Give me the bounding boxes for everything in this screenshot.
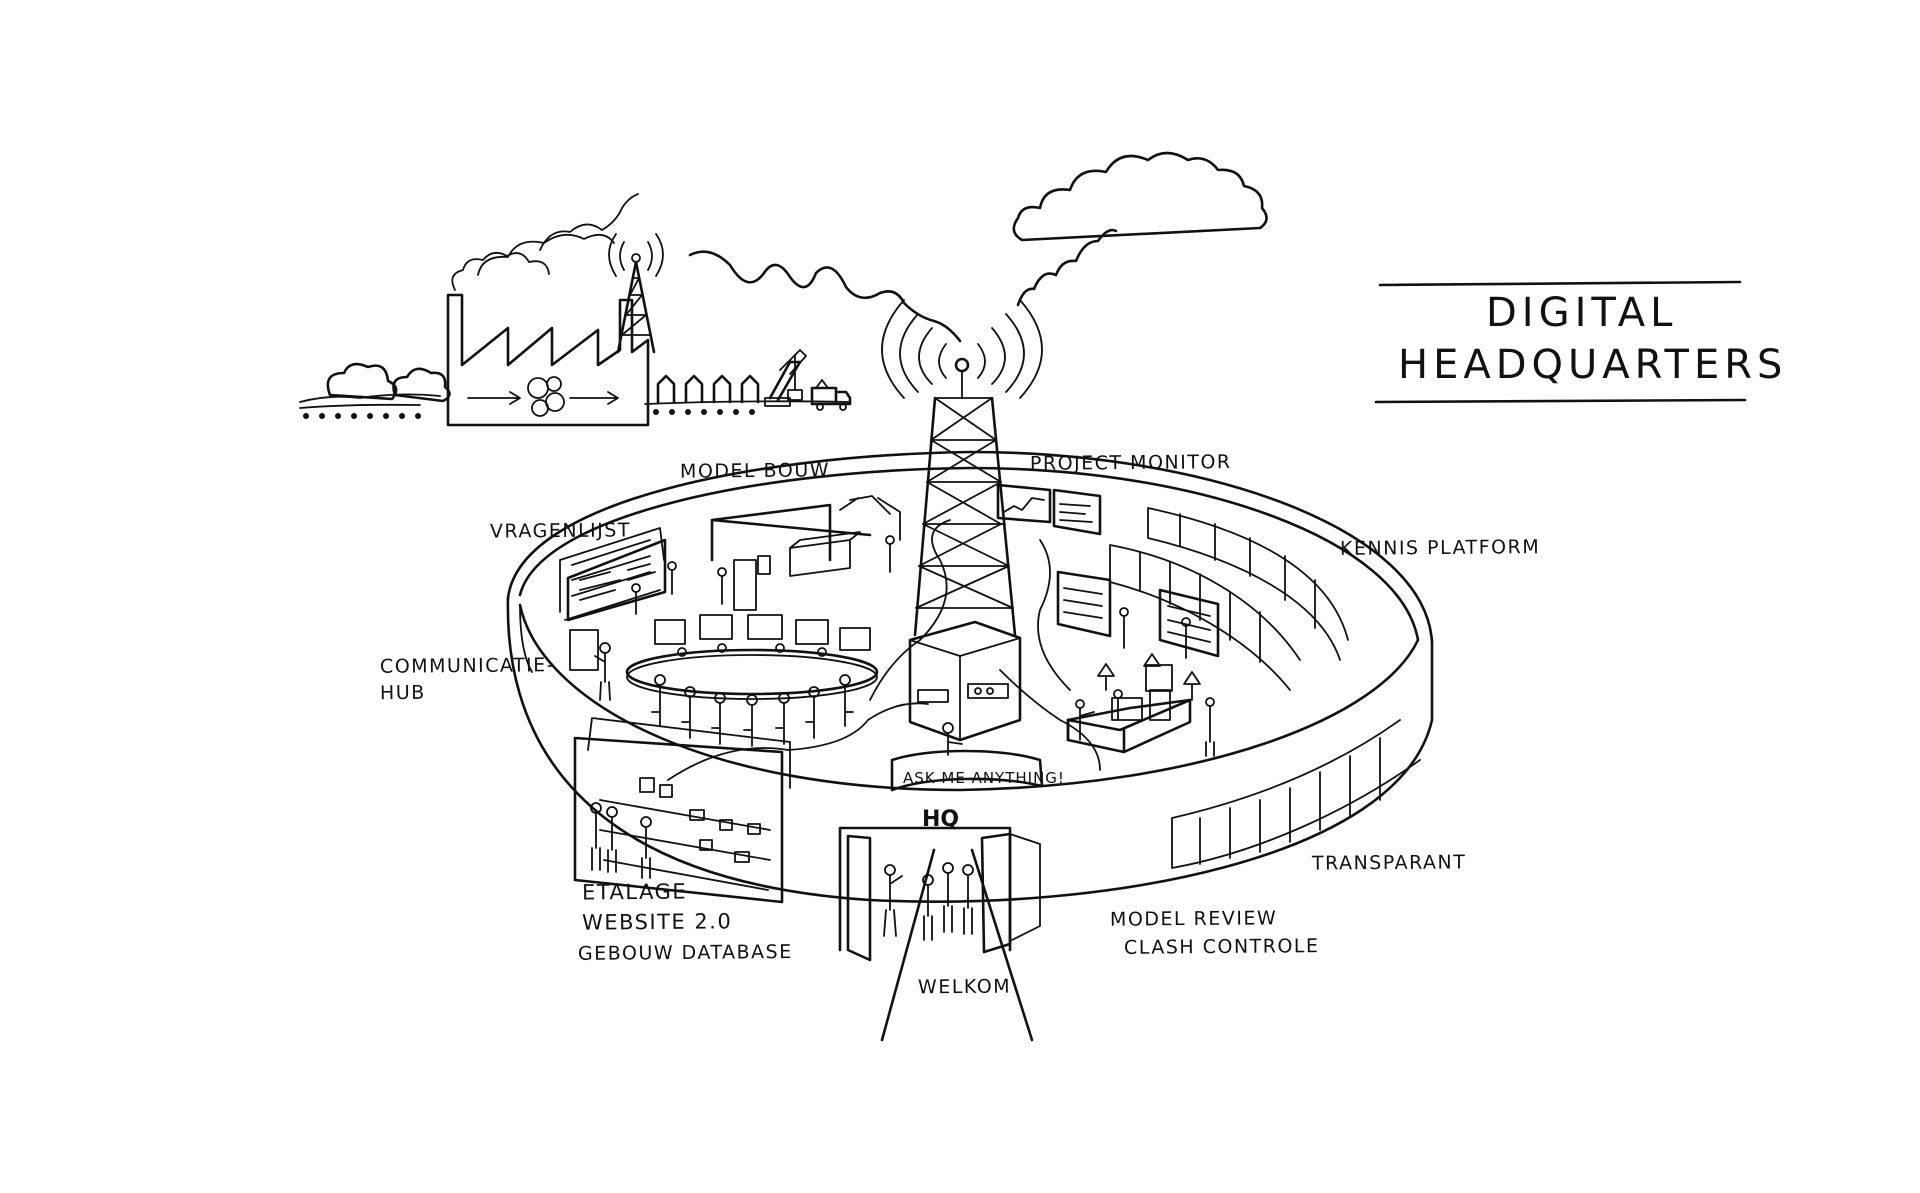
hq-ring-building: HQ <box>506 450 1434 1042</box>
label-kennis-platform: KENNIS PLATFORM <box>1339 536 1541 560</box>
ask-me-anything-desk: ASK ME ANYTHING! <box>890 722 1065 792</box>
signal-line-right <box>1016 228 1118 307</box>
people-storefront <box>590 802 652 879</box>
model-review-area <box>1066 653 1215 757</box>
factory-antenna-icon <box>608 233 664 354</box>
label-website: WEBSITE 2.0 <box>581 909 733 935</box>
cloud-icon <box>1012 151 1268 242</box>
label-gebouw-database: GEBOUW DATABASE <box>577 941 793 965</box>
label-transparant: TRANSPARANT <box>1311 851 1467 875</box>
gears-icon <box>527 376 565 417</box>
vragenlijst-board <box>566 538 677 622</box>
signal-line-left <box>688 250 962 343</box>
central-antenna-tower <box>881 299 1043 742</box>
people-at-table <box>651 643 854 747</box>
project-monitor-screens <box>996 483 1102 536</box>
title-line-2: HEADQUARTERS <box>1398 342 1788 388</box>
label-etalage: ETALAGE <box>581 879 688 905</box>
label-communicatie-hub-2: HUB <box>379 681 426 705</box>
label-project-monitor: PROJECT MONITOR <box>1029 451 1232 475</box>
ground-dots <box>303 409 755 419</box>
label-model-review: MODEL REVIEW <box>1109 907 1278 931</box>
door-left <box>846 834 872 962</box>
label-communicatie-hub-1: COMMUNICATIE- <box>379 654 556 678</box>
label-vragenlijst: VRAGENLIJST <box>489 519 632 543</box>
title-rule-top <box>1378 280 1742 287</box>
factory-scene <box>299 193 852 427</box>
warning-icon <box>1097 653 1201 701</box>
crane-icon <box>764 349 807 407</box>
title-line-1: DIGITAL <box>1486 290 1678 336</box>
houses-icon <box>656 374 760 404</box>
kennis-platform-screens <box>1056 570 1220 659</box>
model-bouw-workshop <box>710 495 901 611</box>
title-rule-bottom <box>1374 398 1747 404</box>
label-model-bouw: MODEL BOUW <box>679 459 831 483</box>
hq-logo: HQ <box>922 807 959 832</box>
door-right <box>980 832 1012 954</box>
meeting-table-area <box>569 614 879 747</box>
label-clash-controle: CLASH CONTROLE <box>1123 935 1320 959</box>
shelf-products <box>639 777 761 863</box>
people-entrance <box>883 862 974 941</box>
ask-me-anything-sign: ASK ME ANYTHING! <box>903 769 1065 787</box>
truck-icon <box>810 379 852 411</box>
label-welkom: WELKOM <box>917 975 1012 999</box>
